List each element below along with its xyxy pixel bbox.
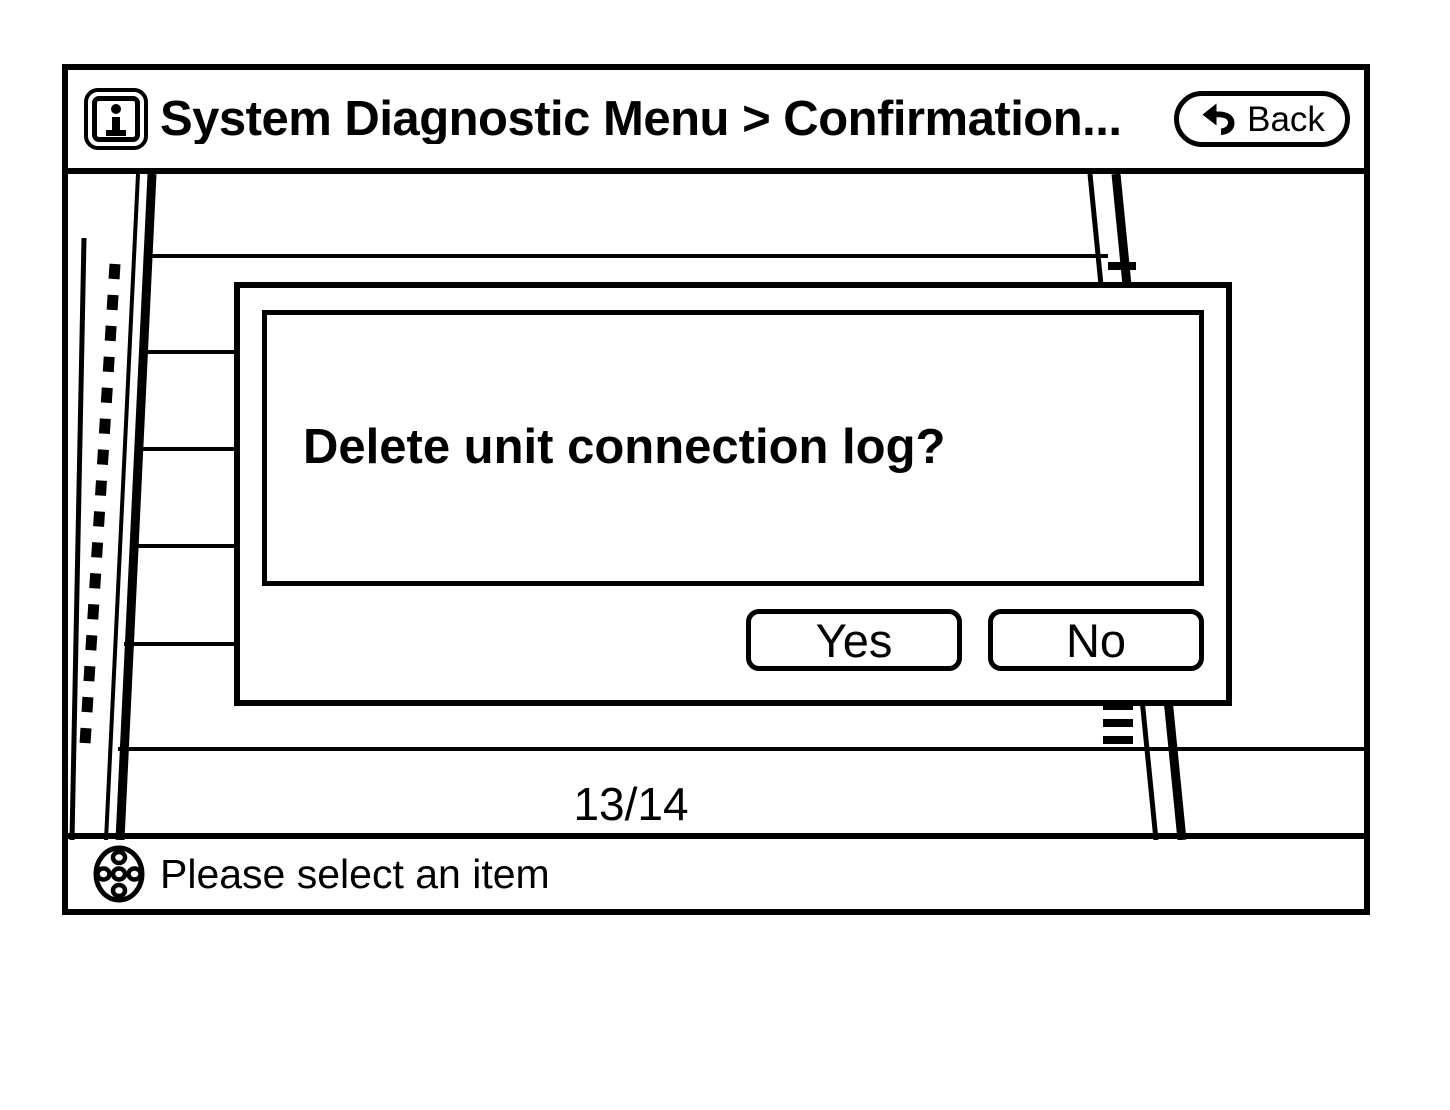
back-button-label: Back	[1247, 99, 1325, 139]
device-screen-frame: System Diagnostic Menu > Confirmation...…	[62, 64, 1370, 915]
info-icon-stem	[112, 117, 120, 133]
dialog-message-box: Delete unit connection log?	[262, 310, 1204, 586]
dialog-message-text: Delete unit connection log?	[303, 420, 946, 475]
no-button[interactable]: No	[988, 609, 1204, 671]
back-button[interactable]: Back	[1174, 91, 1350, 147]
confirmation-dialog: Delete unit connection log? Yes No	[234, 282, 1232, 706]
info-icon-base	[106, 130, 126, 136]
info-icon	[84, 88, 148, 150]
scroll-up-dash-icon	[1108, 262, 1136, 270]
title-bar: System Diagnostic Menu > Confirmation...…	[68, 70, 1364, 174]
list-lines-icon	[1103, 702, 1133, 744]
page-counter-row: 13/14	[68, 768, 1364, 840]
info-icon-dot	[111, 104, 121, 114]
map-content-area: Delete unit connection log? Yes No 13/14	[68, 174, 1364, 840]
yes-button[interactable]: Yes	[746, 609, 962, 671]
page-title: System Diagnostic Menu > Confirmation...	[160, 94, 1122, 144]
info-icon-inner	[92, 96, 140, 142]
back-arrow-icon	[1202, 103, 1235, 135]
status-bar: Please select an item	[68, 833, 1364, 909]
status-bar-text: Please select an item	[160, 850, 550, 897]
page-counter: 13/14	[573, 778, 689, 830]
dialog-button-row: Yes No	[262, 586, 1204, 686]
dpad-joystick-icon	[93, 845, 145, 903]
